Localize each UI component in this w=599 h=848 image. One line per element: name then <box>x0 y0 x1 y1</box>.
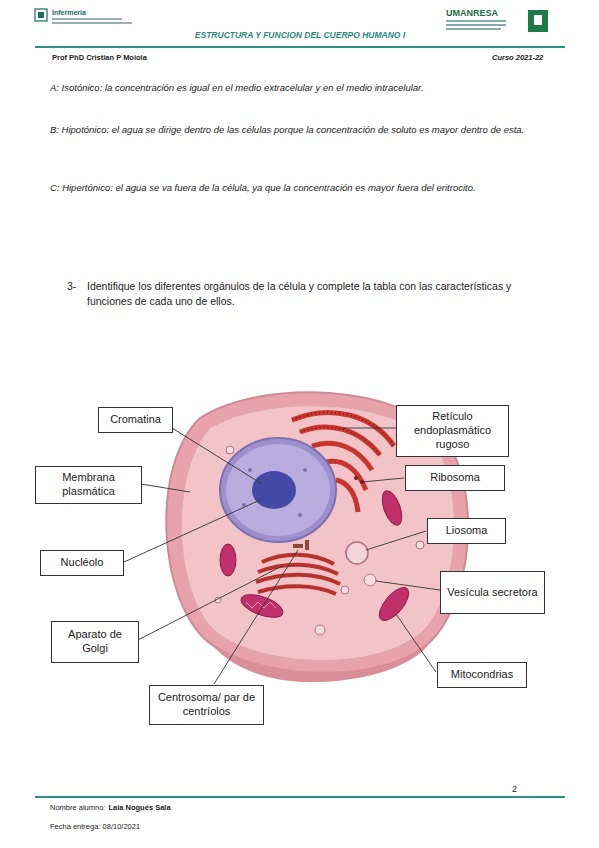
logo-mark <box>38 12 44 18</box>
chromatin <box>298 513 302 517</box>
question-text: Identifique los diferentes orgánulos de … <box>87 279 527 309</box>
leader-line <box>396 614 436 672</box>
ribosome-dots <box>292 412 394 446</box>
nucleolus <box>252 471 296 509</box>
organelle-label: Liosoma <box>446 524 488 538</box>
organelle-label: Retículo endoplasmático rugoso <box>403 410 502 451</box>
logo-mark <box>534 15 542 25</box>
centriole <box>293 544 303 548</box>
label-box: Liosoma <box>427 518 506 544</box>
footer-rule <box>35 796 565 798</box>
cell-edge <box>208 640 430 682</box>
vesicle <box>364 574 376 586</box>
label-box: Cromatina <box>98 407 173 433</box>
logo-mark <box>528 10 548 32</box>
centriole <box>305 540 309 550</box>
logo-mark <box>35 9 47 21</box>
mitochondrion <box>238 590 286 622</box>
label-box: Vesícula secretora <box>440 571 545 614</box>
leader-line <box>138 566 282 640</box>
answer-text: A: Isotónico: la concentración es igual … <box>50 79 575 96</box>
leader-line <box>366 531 426 550</box>
question-number: 3- <box>67 279 76 294</box>
leader-line <box>342 428 396 429</box>
golgi <box>258 586 336 594</box>
label-box: Nucléolo <box>40 550 124 576</box>
leader-line <box>376 581 440 590</box>
organelle-label: Nucléolo <box>61 556 104 570</box>
logo-line <box>52 18 122 20</box>
label-box: Retículo endoplasmático rugoso <box>396 405 509 457</box>
cristae <box>246 602 276 608</box>
logo-line <box>446 24 506 26</box>
mitochondrion <box>374 583 414 625</box>
label-box: Ribosoma <box>405 465 505 491</box>
label-box: Centrosoma/ par de centríolos <box>149 685 264 725</box>
page-number: 2 <box>512 783 517 795</box>
field-label: Nombre alumno: <box>50 803 105 813</box>
nucleus <box>220 438 336 542</box>
vesicle <box>315 625 325 635</box>
chromatin <box>248 468 252 472</box>
logo-line <box>52 22 132 24</box>
organelle-label: Centrosoma/ par de centríolos <box>156 691 257 719</box>
course-year: Curso 2021-22 <box>492 53 543 63</box>
organelle-label: Membrana plasmática <box>42 471 135 499</box>
leader-line <box>214 550 298 684</box>
lysosome <box>346 542 368 564</box>
leader-line <box>172 428 262 484</box>
rough-er <box>336 480 358 512</box>
header-rule <box>35 46 565 48</box>
logo-line <box>446 20 506 22</box>
organelle-label: Aparato de Golgi <box>58 628 132 656</box>
mitochondrion <box>378 488 405 527</box>
organelle-label: Ribosoma <box>430 471 480 485</box>
label-box: Mitocondrias <box>437 662 527 688</box>
answer-text: B: Hipotónico: el agua se dirige dentro … <box>50 121 540 138</box>
label-box: Aparato de Golgi <box>51 621 139 663</box>
organelle-label: Mitocondrias <box>451 668 513 682</box>
leader-line <box>362 478 404 482</box>
logo-line <box>446 28 501 30</box>
vesicle <box>226 446 234 454</box>
rough-er <box>292 412 394 446</box>
organelle-label: Vesícula secretora <box>447 586 538 600</box>
document-title: ESTRUCTURA Y FUNCION DEL CUERPO HUMANO I <box>140 30 460 40</box>
label-box: Membrana plasmática <box>35 466 142 504</box>
golgi <box>262 555 334 564</box>
answer-text: C: Hipertónico: el agua se va fuera de l… <box>50 179 540 196</box>
mitochondrion <box>220 544 236 576</box>
leader-line <box>124 500 260 562</box>
golgi <box>256 575 340 584</box>
due-date: Fecha entrega: 08/10/2021 <box>50 822 140 832</box>
author-name: Prof PhD Cristian P Moiola <box>52 53 147 63</box>
organelle-label: Cromatina <box>110 413 161 427</box>
logo-text: Infermeria <box>52 8 86 17</box>
vesicle <box>416 541 424 549</box>
leader-line <box>141 484 190 492</box>
ribosome <box>354 476 358 480</box>
student-name: Laia Nogués Sala <box>108 803 170 813</box>
logo-text: UMANRESA <box>446 7 498 19</box>
chromatin <box>303 468 307 472</box>
vesicle <box>341 586 349 594</box>
nucleoplasm <box>226 444 330 536</box>
